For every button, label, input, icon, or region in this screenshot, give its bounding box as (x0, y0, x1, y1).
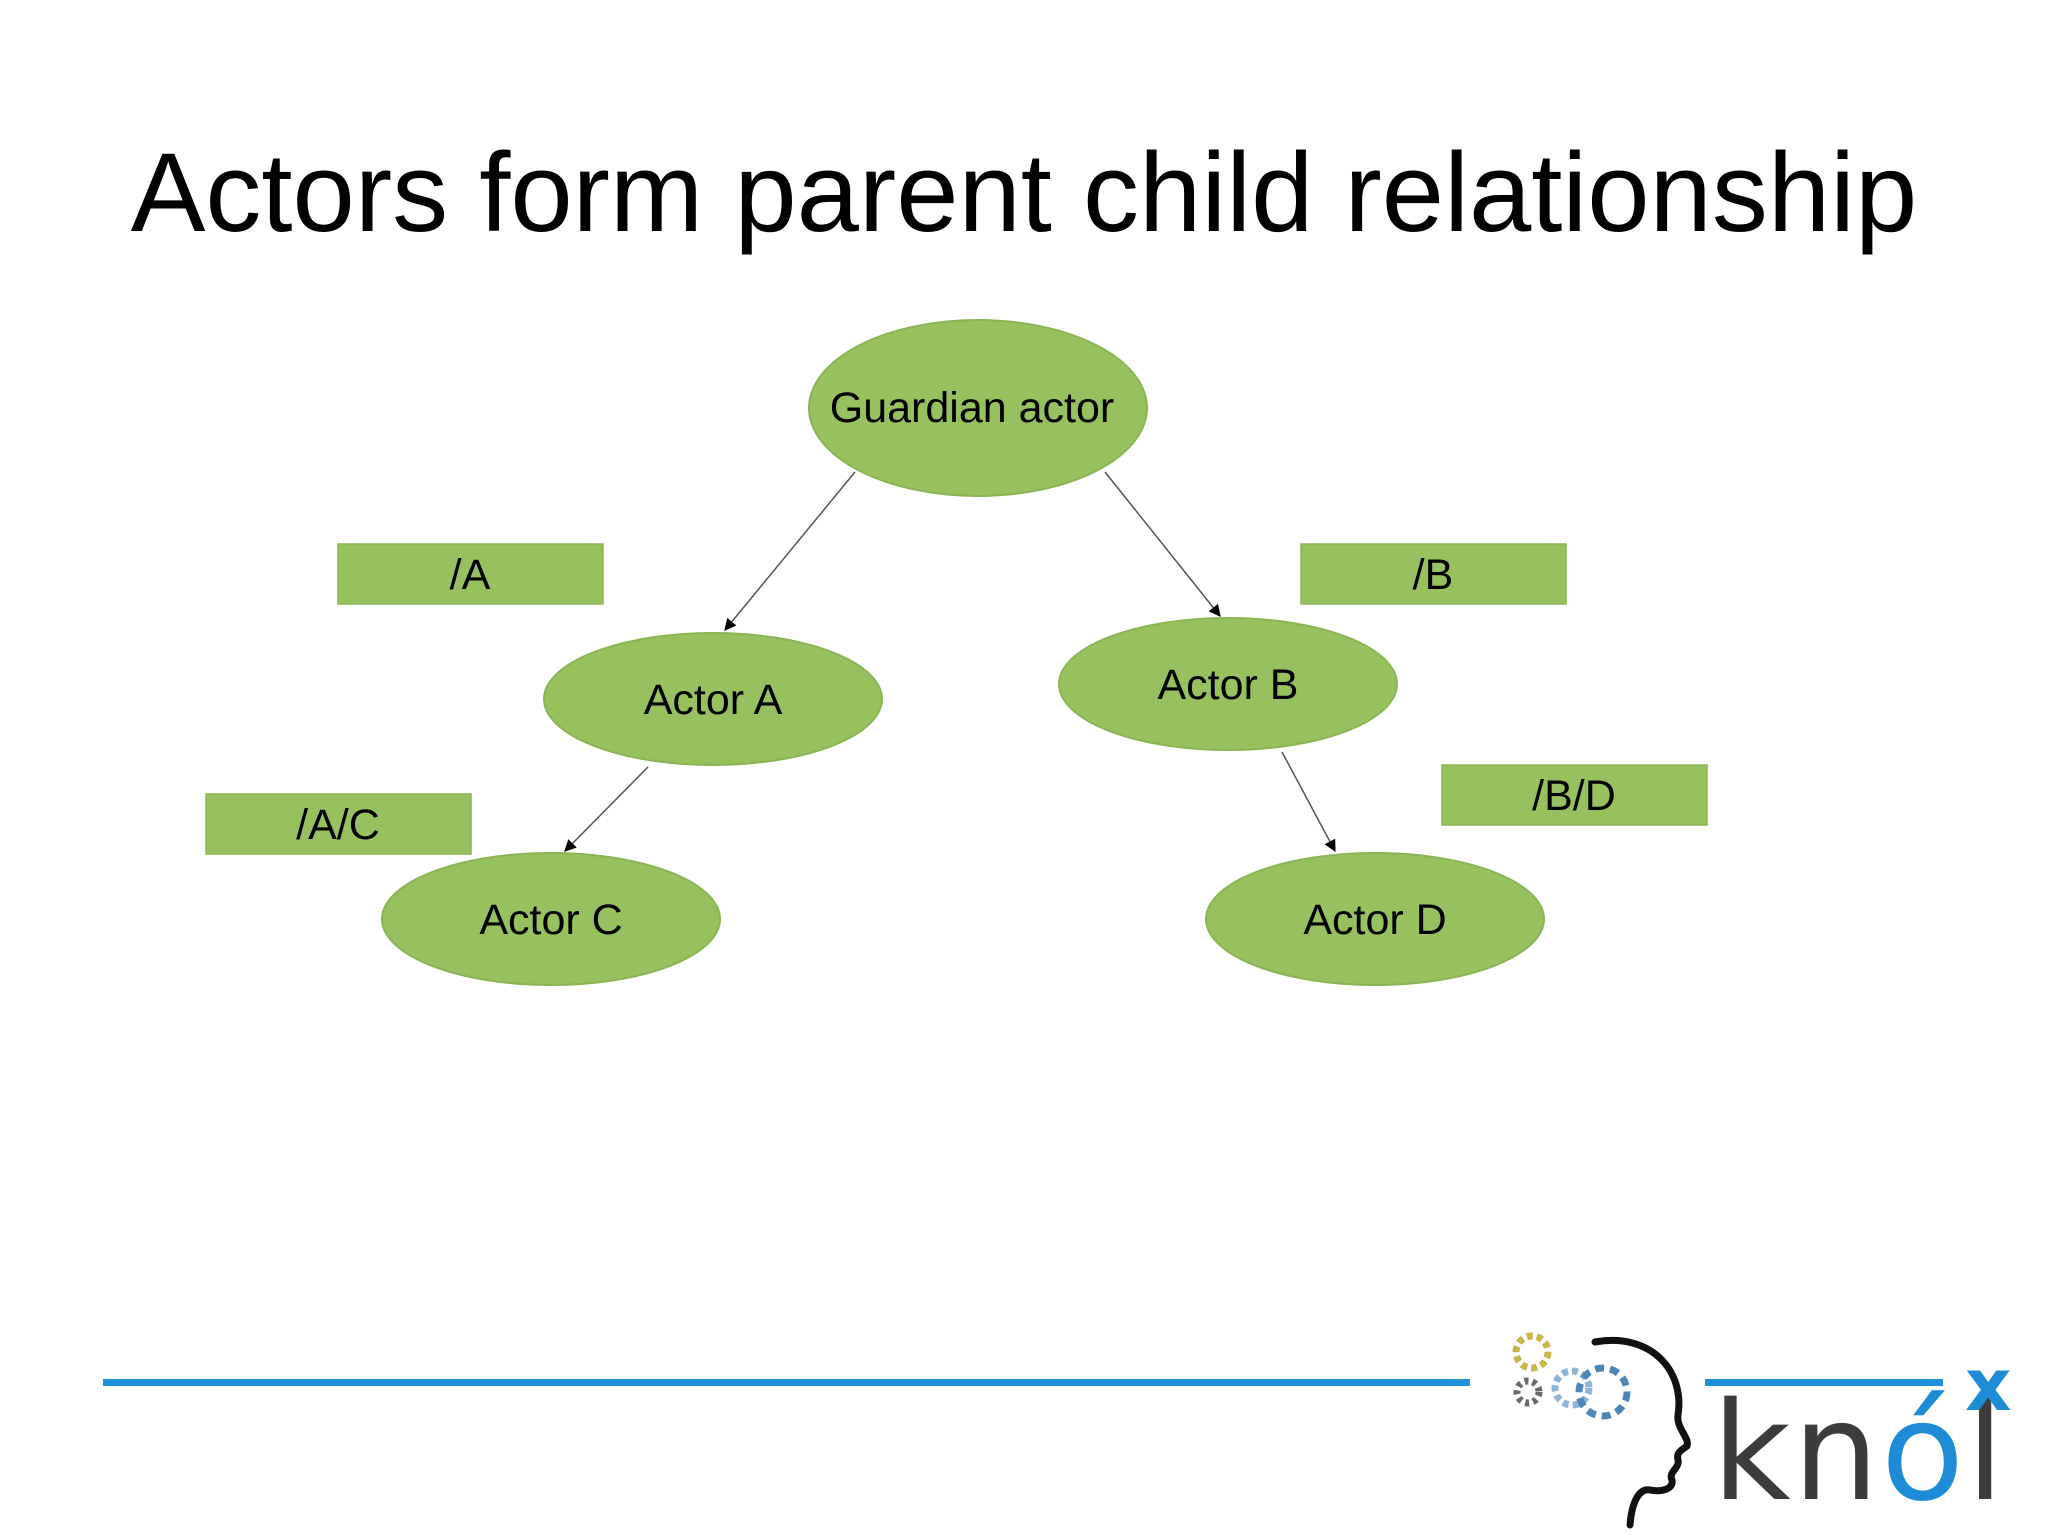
path-label-b: /B (1300, 543, 1567, 605)
node-actor-b[interactable]: Actor B (1058, 617, 1398, 751)
path-label-b-d: /B/D (1441, 764, 1708, 826)
logo-superscript: x (1965, 1343, 2012, 1427)
node-guardian-actor[interactable]: Guardian actor (808, 319, 1148, 497)
logo-word-end: l (1966, 1374, 2006, 1532)
logo-wordmark: knól (1712, 1378, 2006, 1528)
slide-title: Actors form parent child relationship (130, 130, 1918, 255)
gear-icon (1512, 1332, 1631, 1420)
node-label: Actor B (1158, 661, 1299, 709)
path-label-text: /A (450, 551, 491, 599)
path-label-text: /B (1413, 551, 1454, 599)
node-label: Actor C (479, 896, 622, 944)
logo-word-start: kn (1712, 1374, 1881, 1532)
head-profile-icon (1591, 1337, 1691, 1529)
node-actor-a[interactable]: Actor A (543, 632, 883, 766)
path-label-a: /A (337, 543, 604, 605)
edge-actor-b-to-actor-d (1281, 751, 1336, 853)
footer-line-left (103, 1379, 1470, 1386)
node-actor-c[interactable]: Actor C (381, 852, 721, 986)
knolx-logo (1512, 1332, 1691, 1529)
edge-guardian-to-actor-b (1104, 471, 1221, 617)
logo-word-accent: ó (1880, 1374, 1967, 1532)
edge-actor-a-to-actor-c (564, 766, 649, 852)
node-label: Actor A (644, 676, 783, 724)
path-label-text: /A/C (296, 801, 380, 849)
node-actor-d[interactable]: Actor D (1205, 852, 1545, 986)
node-label: Guardian actor (830, 384, 1114, 432)
node-label: Actor D (1303, 896, 1446, 944)
path-label-text: /B/D (1532, 772, 1616, 820)
footer-line-right (1705, 1379, 1943, 1386)
path-label-a-c: /A/C (205, 793, 472, 855)
edge-guardian-to-actor-a (724, 471, 856, 631)
